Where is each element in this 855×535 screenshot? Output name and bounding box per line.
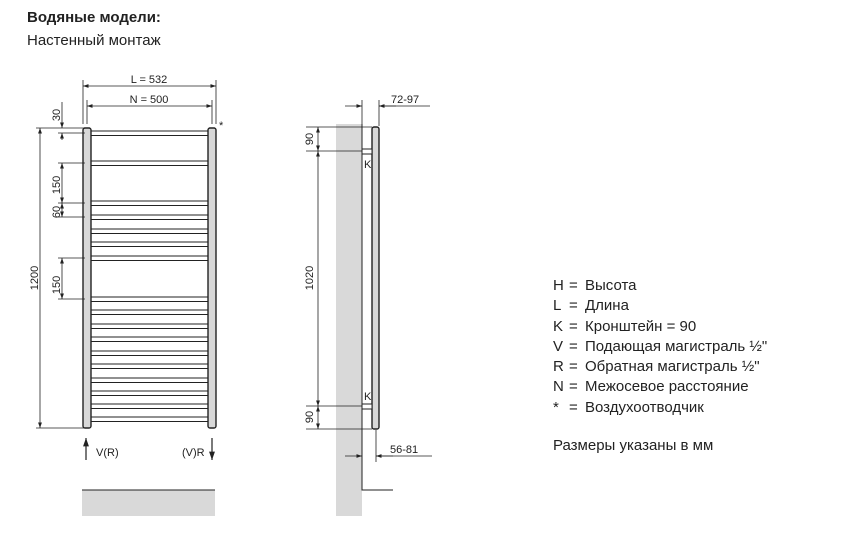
legend-text: Кронштейн = 90 xyxy=(585,317,697,335)
legend-eq: = xyxy=(569,337,578,355)
legend-key: K xyxy=(553,317,564,335)
legend-key: H xyxy=(553,277,564,294)
right-tube xyxy=(207,127,217,429)
legend-row-return: R = Обратная магистраль ½" xyxy=(553,357,767,377)
wall xyxy=(336,124,362,516)
dim-30-label: 30 xyxy=(51,109,63,121)
bracket-top-label: K xyxy=(364,159,372,171)
floor-strip xyxy=(82,490,215,516)
legend-key: N xyxy=(553,378,564,396)
dim-150b-label: 150 xyxy=(51,276,63,294)
dim-90-top-label: 90 xyxy=(304,133,316,145)
left-tube xyxy=(82,127,92,429)
front-bars xyxy=(87,130,213,422)
legend-eq: = xyxy=(569,378,578,396)
heating-bar xyxy=(87,296,213,302)
right-pipe-label: (V)R xyxy=(182,447,205,459)
heating-bar xyxy=(87,160,213,166)
legend-text: Высота xyxy=(585,277,637,294)
legend-row-bracket: K = Кронштейн = 90 xyxy=(553,317,767,337)
dim-150a-label: 150 xyxy=(51,176,63,194)
legend-eq: = xyxy=(569,358,578,376)
side-rail xyxy=(371,126,380,430)
heating-bar xyxy=(87,377,213,383)
page-title: Водяные модели: xyxy=(27,9,161,26)
heating-bar xyxy=(87,309,213,315)
heating-bar xyxy=(87,363,213,369)
heating-bar xyxy=(87,323,213,329)
heating-bar xyxy=(87,228,213,234)
dim-L-label: L = 532 xyxy=(131,74,168,86)
dim-90-bottom-label: 90 xyxy=(304,411,316,423)
legend-text: Воздухоотводчик xyxy=(585,398,704,416)
legend-text: Межосевое расстояние xyxy=(585,378,749,396)
legend: H = Высота L = Длина K = Кронштейн = 90 … xyxy=(553,276,767,418)
dim-H-label: 1200 xyxy=(29,266,41,290)
bracket-bottom-label: K xyxy=(364,391,372,403)
legend-row-length: L = Длина xyxy=(553,296,767,316)
legend-key: V xyxy=(553,337,564,355)
depth-top-label: 72-97 xyxy=(391,94,419,106)
legend-text: Длина xyxy=(585,297,629,315)
heating-bar xyxy=(87,130,213,136)
heating-bar xyxy=(87,336,213,342)
legend-key: * xyxy=(553,398,559,416)
legend-key: L xyxy=(553,297,562,315)
wall-outline xyxy=(361,124,393,491)
heating-bar xyxy=(87,416,213,422)
legend-eq: = xyxy=(569,297,578,315)
legend-row-height: H = Высота xyxy=(553,276,767,296)
depth-bottom-label: 56-81 xyxy=(390,444,418,456)
front-view: L = 532 N = 500 * 30 150 60 150 1200 V(R… xyxy=(29,74,224,516)
legend-key: R xyxy=(553,358,564,376)
heating-bar xyxy=(87,241,213,247)
heating-bar xyxy=(87,350,213,356)
side-view: K K 72-97 56-81 90 1020 90 xyxy=(304,94,432,516)
units-note: Размеры указаны в мм xyxy=(553,437,714,454)
air-vent-mark: * xyxy=(219,120,224,132)
bracket-bottom xyxy=(361,403,373,410)
legend-row-axis-distance: N = Межосевое расстояние xyxy=(553,377,767,397)
legend-text: Подающая магистраль ½" xyxy=(585,337,768,355)
heating-bar xyxy=(87,390,213,396)
page-subtitle: Настенный монтаж xyxy=(27,32,161,49)
legend-row-air-vent: * = Воздухоотводчик xyxy=(553,398,767,418)
left-pipe-label: V(R) xyxy=(96,447,119,459)
bracket-top xyxy=(361,148,373,155)
heating-bar xyxy=(87,403,213,409)
legend-eq: = xyxy=(569,398,578,416)
legend-row-supply: V = Подающая магистраль ½" xyxy=(553,337,767,357)
legend-eq: = xyxy=(569,317,578,335)
heating-bar xyxy=(87,255,213,261)
dim-60-label: 60 xyxy=(51,206,63,218)
dim-1020-label: 1020 xyxy=(304,266,316,290)
legend-text: Обратная магистраль ½" xyxy=(585,358,760,376)
heating-bar xyxy=(87,214,213,220)
dim-N-label: N = 500 xyxy=(130,94,169,106)
heating-bar xyxy=(87,200,213,206)
legend-eq: = xyxy=(569,277,578,294)
